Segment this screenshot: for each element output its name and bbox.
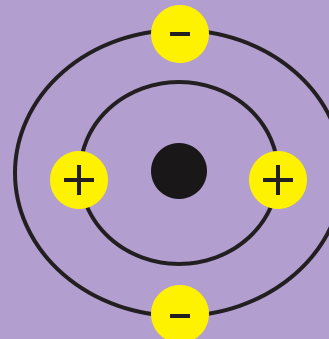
particle-right-positive <box>249 151 307 209</box>
particle-top-negative <box>151 5 209 63</box>
particle-left-positive <box>50 151 108 209</box>
nucleus-dot-icon <box>151 143 207 199</box>
